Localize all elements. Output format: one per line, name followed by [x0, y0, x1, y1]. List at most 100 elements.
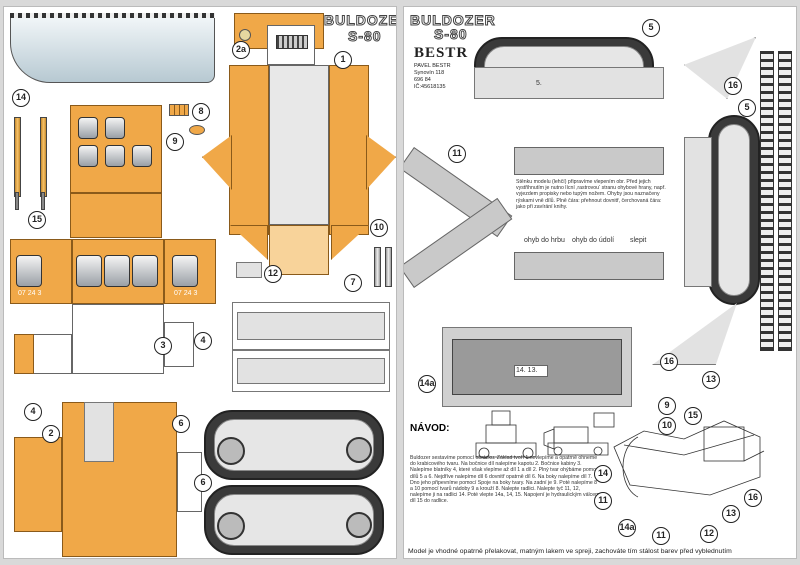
marker-6a: 6	[172, 415, 190, 433]
publisher-logo: BESTR	[414, 45, 469, 61]
track-link-strip-b[interactable]	[778, 51, 792, 351]
blade-label-box	[514, 365, 548, 377]
publisher-line-2: Synovín 118	[414, 70, 445, 76]
marker-r-14a: 14a	[418, 375, 436, 393]
track-5-side-panel[interactable]	[474, 67, 664, 99]
part-8-rings[interactable]	[169, 104, 189, 116]
fold-label-mountain: ohyb do hrbu	[524, 237, 565, 244]
marker-r-16a: 16	[724, 77, 742, 95]
marker-r-16b: 16	[660, 353, 678, 371]
strip-7a-inner	[237, 312, 385, 340]
right-sheet: BULDOZER S-80 BESTR PAVEL BESTR Synovín …	[403, 6, 797, 559]
cab-glass-center-1	[76, 255, 102, 287]
rod-15a	[15, 192, 19, 210]
track-vertical-panel[interactable]	[684, 137, 712, 287]
hood-grille	[84, 402, 114, 462]
title-line1-right: BULDOZER	[410, 12, 496, 28]
cab-window-4	[105, 145, 125, 167]
track-5-label: 5.	[536, 80, 542, 87]
marker-r-14: 14	[594, 465, 612, 483]
marker-9: 9	[166, 133, 184, 151]
cab-glass-center-2	[104, 255, 130, 287]
marker-14: 14	[12, 89, 30, 107]
marker-12: 12	[264, 265, 282, 283]
blade-edge-strip	[10, 13, 215, 18]
cylinder-10a[interactable]	[374, 247, 381, 287]
title-line1: BULDOZER	[324, 12, 396, 28]
strip-7b-inner	[237, 358, 385, 384]
chassis-rear-flap-right[interactable]	[331, 225, 369, 260]
chassis-wing-left[interactable]	[202, 135, 232, 190]
sprocket-6a-right	[346, 437, 372, 463]
instructions-body: Buldozer sestavíme pomocí obrázku. Zákla…	[410, 455, 601, 505]
marker-r-5a: 5	[642, 19, 660, 37]
marker-3: 3	[154, 337, 172, 355]
marker-r-10: 10	[658, 417, 676, 435]
track-5-vertical[interactable]	[708, 115, 760, 305]
marker-r-13b: 13	[722, 505, 740, 523]
hood-part-2[interactable]	[62, 402, 177, 557]
chassis-side-left[interactable]	[229, 65, 269, 235]
marker-r-13: 13	[702, 371, 720, 389]
marker-r-12: 12	[700, 525, 718, 543]
marker-6b: 6	[194, 474, 212, 492]
cab-glass-right	[172, 255, 198, 287]
rod-15b	[41, 192, 45, 210]
cab-glass-left	[16, 255, 42, 287]
marker-r-15: 15	[684, 407, 702, 425]
blade-label: 14. 13.	[516, 367, 538, 374]
footer-note: Model je vhodné opatrně přelakovat, matn…	[408, 548, 732, 555]
cab-floor-flap-left-orange[interactable]	[14, 334, 34, 374]
cylinder-10b[interactable]	[385, 247, 392, 287]
marker-r-11c: 11	[652, 527, 670, 545]
sprocket-6b-right	[346, 512, 372, 538]
marker-8: 8	[192, 103, 210, 121]
chassis-side-right[interactable]	[329, 65, 369, 235]
blade-arm-16a[interactable]	[684, 37, 756, 99]
cab-window-1	[78, 117, 98, 139]
push-arm-11d[interactable]	[514, 252, 664, 280]
part-2a-disc[interactable]	[239, 29, 251, 41]
title-line2-right: S-80	[434, 26, 468, 42]
chassis-center-panel[interactable]	[269, 65, 329, 225]
marker-r-11b: 11	[594, 492, 612, 510]
marker-15: 15	[28, 211, 46, 229]
instructions-heading: NÁVOD:	[410, 423, 450, 434]
sprocket-6a-left	[217, 437, 245, 465]
cab-window-5	[132, 145, 152, 167]
chassis-rear-flap[interactable]	[269, 225, 329, 275]
part-12-block[interactable]	[236, 262, 262, 278]
marker-r-16c: 16	[744, 489, 762, 507]
marker-4b: 4	[24, 403, 42, 421]
fold-label-glue: slepit	[630, 237, 647, 244]
chassis-part-1-hatch	[276, 35, 308, 49]
marker-7: 7	[344, 274, 362, 292]
cylinder-15b[interactable]	[40, 117, 47, 197]
cab-plate-left: 07 24 3	[18, 290, 42, 297]
marker-2a: 2a	[232, 41, 250, 59]
marker-2: 2	[42, 425, 60, 443]
hood-side-left[interactable]	[14, 437, 62, 532]
instruction-note: Stěnku modelu (lehčí) připravíme vlepení…	[516, 179, 666, 210]
publisher-line-4: IČ:45618135	[414, 84, 446, 90]
blade-part-top[interactable]	[10, 13, 215, 83]
marker-4a: 4	[194, 332, 212, 350]
cab-window-2	[105, 117, 125, 139]
push-arm-11b[interactable]	[404, 197, 513, 288]
cylinder-15a[interactable]	[14, 117, 21, 197]
publisher-line-1: PAVEL BESTR	[414, 63, 451, 69]
publisher-line-3: 696 84	[414, 77, 431, 83]
left-sheet: BULDOZER S-80 07 24 3 07 24 3	[3, 6, 397, 559]
marker-10: 10	[370, 219, 388, 237]
marker-r-5b: 5	[738, 99, 756, 117]
push-arm-11c[interactable]	[514, 147, 664, 175]
cab-floor-part[interactable]	[72, 304, 164, 374]
cab-middle-part[interactable]	[70, 193, 162, 238]
track-link-strip-a[interactable]	[760, 51, 774, 351]
part-9-caps[interactable]	[189, 125, 205, 135]
cab-window-3	[78, 145, 98, 167]
marker-r-9: 9	[658, 397, 676, 415]
marker-r-11: 11	[448, 145, 466, 163]
title-line2: S-80	[348, 28, 382, 44]
chassis-wing-right[interactable]	[366, 135, 396, 190]
